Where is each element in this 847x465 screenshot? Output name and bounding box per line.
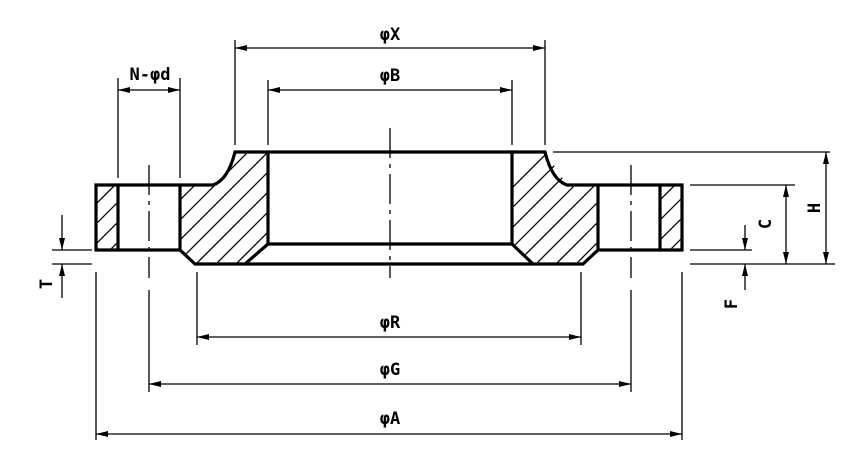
label-t: T [37, 279, 57, 289]
dimension-labels: φX φB N-φd φR φG φA H C F T [37, 25, 825, 429]
label-c: C [756, 219, 776, 229]
label-h: H [805, 203, 825, 213]
hatch-right-rim [660, 185, 682, 250]
label-phi-a: φA [380, 409, 400, 429]
dimension-lines [59, 45, 829, 437]
label-n-phi-d: N-φd [130, 65, 171, 85]
hatch-left-body [180, 152, 268, 264]
label-phi-x: φX [380, 25, 401, 45]
label-phi-g: φG [380, 360, 400, 380]
extension-lines [52, 40, 835, 440]
hatch-left-rim [96, 185, 118, 250]
label-f: F [722, 299, 742, 309]
label-phi-r: φR [380, 313, 401, 333]
center-lines [148, 128, 632, 300]
label-phi-b: φB [380, 66, 400, 86]
flange-outline [94, 150, 684, 266]
